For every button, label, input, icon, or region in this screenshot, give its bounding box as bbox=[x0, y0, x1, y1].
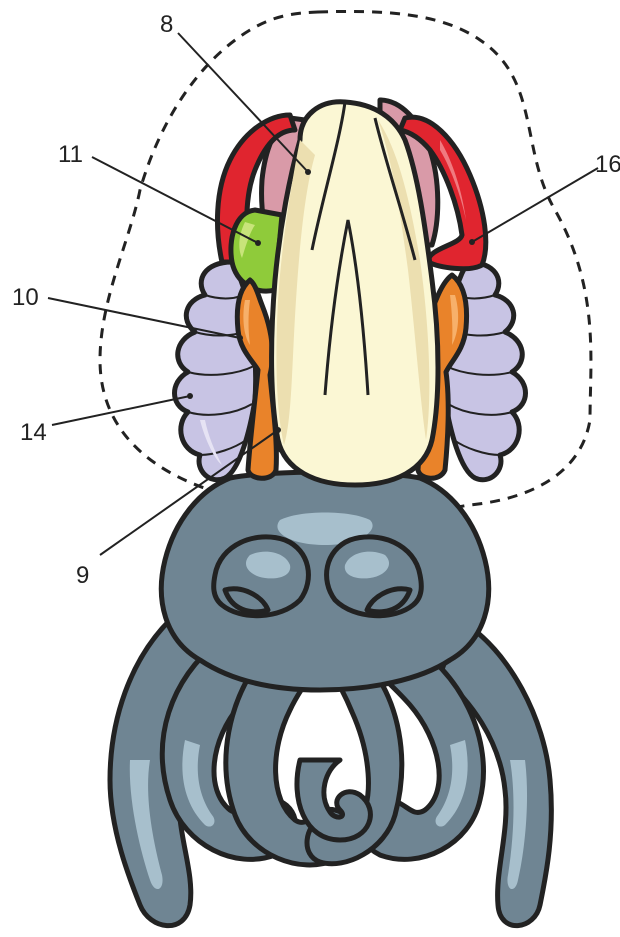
leader-10-dot bbox=[237, 335, 243, 341]
leader-8-dot bbox=[305, 169, 311, 175]
leader-16-dot bbox=[469, 239, 475, 245]
label-14: 14 bbox=[20, 419, 47, 446]
left-eye bbox=[214, 537, 309, 616]
leader-11-dot bbox=[255, 240, 261, 246]
label-16: 16 bbox=[595, 151, 620, 178]
right-eye bbox=[327, 537, 422, 616]
leader-14-dot bbox=[187, 393, 193, 399]
leader-14 bbox=[52, 396, 190, 425]
label-10: 10 bbox=[12, 284, 39, 311]
leader-16 bbox=[472, 168, 598, 242]
label-11: 11 bbox=[58, 141, 83, 168]
label-9: 9 bbox=[76, 562, 89, 589]
leader-9-dot bbox=[275, 427, 281, 433]
label-8: 8 bbox=[160, 11, 173, 38]
